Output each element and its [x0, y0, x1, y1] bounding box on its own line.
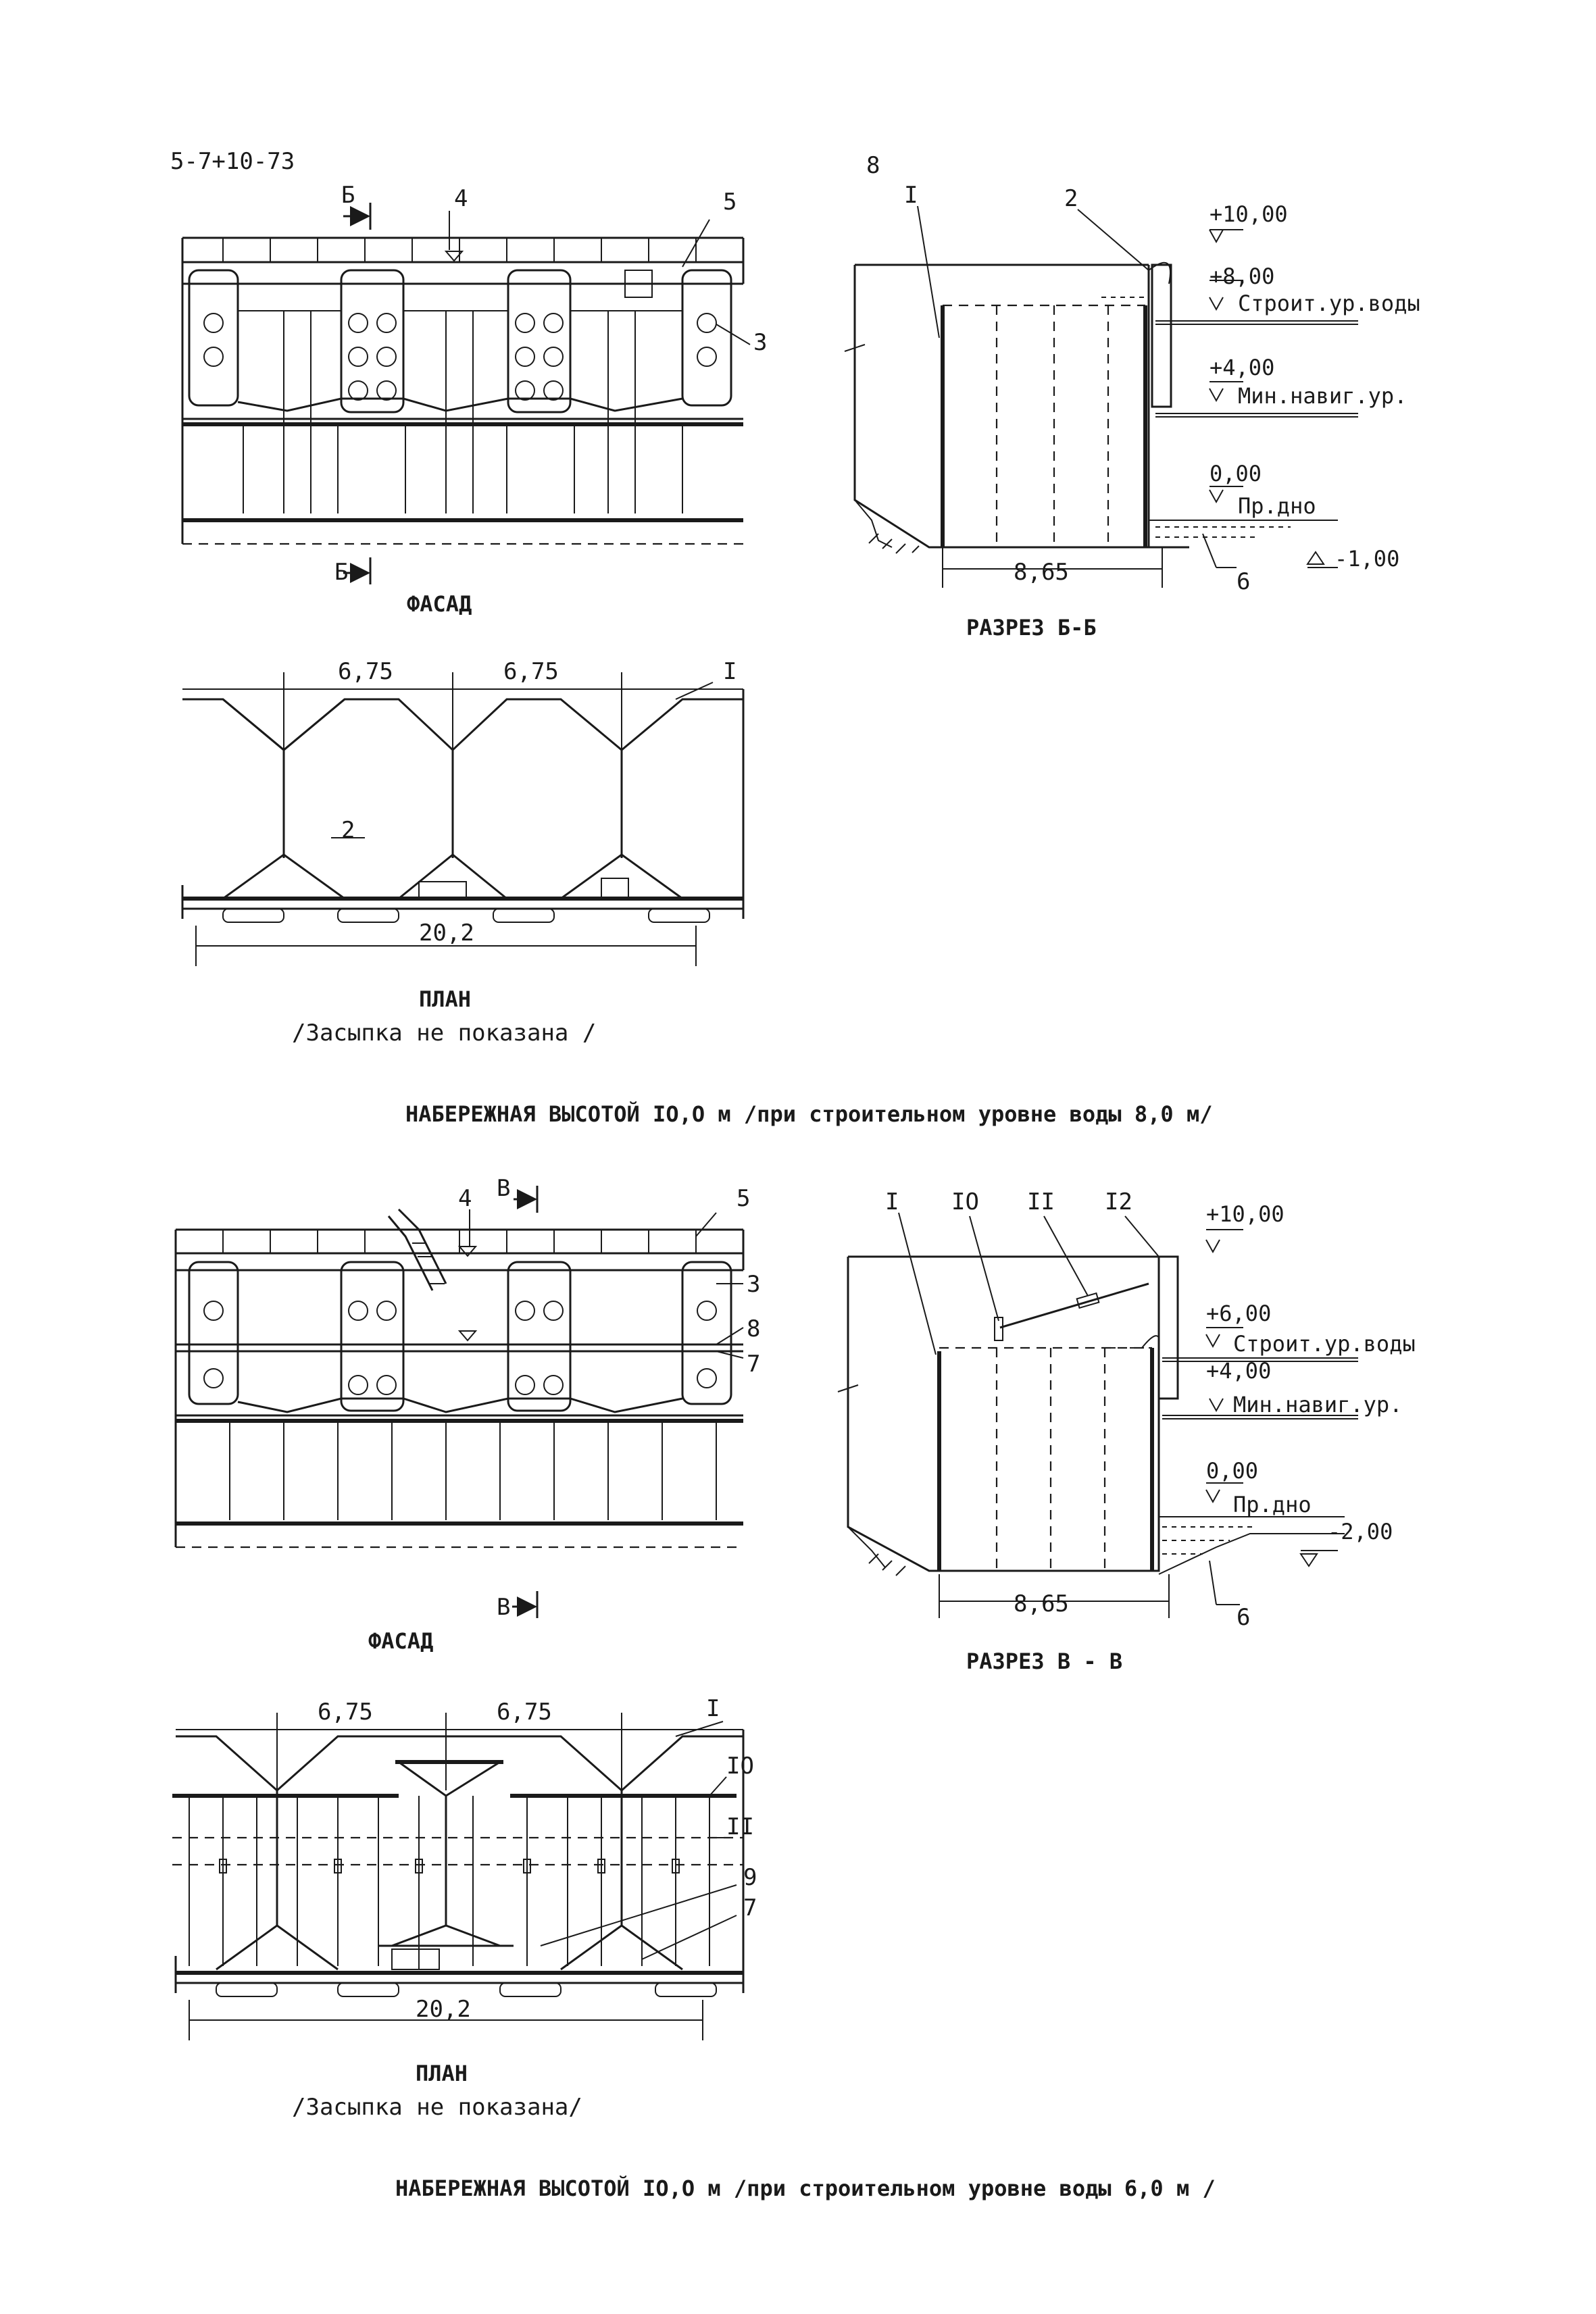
top-plan-dim-2: 6,75 — [503, 658, 559, 685]
bottom-level-min-nav: +4,00 — [1206, 1358, 1271, 1384]
bottom-facade-section-mark-lower: В — [497, 1594, 510, 1621]
top-facade-section-mark-lower: Б — [334, 559, 348, 586]
bottom-plan-callout-ii: II — [726, 1813, 754, 1840]
sheet-code: 5-7+10-73 — [170, 148, 295, 175]
bottom-plan-dim-1: 6,75 — [318, 1699, 373, 1726]
bottom-level-min-nav-label: Мин.навиг.ур. — [1233, 1392, 1402, 1417]
top-plan-title: ПЛАН — [419, 986, 471, 1012]
bottom-level-construction-label: Строит.ур.воды — [1233, 1331, 1416, 1357]
bottom-section-callout-6: 6 — [1237, 1604, 1250, 1631]
top-level-zero: 0,00 — [1210, 461, 1262, 486]
top-plan-dim-1: 6,75 — [338, 658, 393, 685]
bottom-level-zero: 0,00 — [1206, 1458, 1258, 1484]
bottom-facade-callout-4: 4 — [458, 1185, 472, 1212]
top-plan-note: /Засыпка не показана / — [292, 1020, 596, 1047]
top-level-top: +10,00 — [1210, 201, 1288, 227]
bottom-section-callout-ii: II — [1027, 1188, 1055, 1215]
bottom-plan-drawing — [172, 1713, 745, 2040]
bottom-plan-callout-9: 9 — [743, 1864, 757, 1891]
bottom-facade-title: ФАСАД — [368, 1628, 433, 1654]
bottom-plan-callout-i: I — [706, 1695, 720, 1722]
top-level-min-nav-label: Мин.навиг.ур. — [1238, 383, 1407, 409]
bottom-plan-callout-io: IO — [726, 1753, 754, 1780]
bottom-section-width-dim: 8,65 — [1014, 1590, 1069, 1617]
bottom-caption: НАБЕРЕЖНАЯ ВЫСОТОЙ IO,O м /при строитель… — [395, 2175, 1216, 2201]
bottom-level-minus: -2,00 — [1328, 1519, 1393, 1544]
top-section-width-dim: 8,65 — [1014, 559, 1069, 586]
top-facade-callout-4: 4 — [454, 185, 468, 212]
bottom-plan-callout-7: 7 — [743, 1894, 757, 1921]
bottom-plan-note: /Засыпка не показана/ — [292, 2094, 582, 2121]
bottom-facade-drawing — [174, 1186, 745, 1618]
top-section-callout-6: 6 — [1237, 568, 1250, 595]
bottom-section-callout-io: IO — [951, 1188, 979, 1215]
top-facade-callout-3: 3 — [753, 329, 767, 356]
top-level-min-nav: +4,00 — [1210, 355, 1274, 380]
bottom-section-callout-i: I — [885, 1188, 899, 1215]
bottom-plan-length-dim: 20,2 — [416, 1996, 471, 2023]
top-level-bottom-label: Пр.дно — [1238, 493, 1316, 519]
top-facade-callout-5: 5 — [723, 188, 737, 216]
bottom-section-title: РАЗРЕЗ В - В — [966, 1649, 1122, 1674]
top-facade-drawing — [181, 203, 751, 584]
bottom-section-callout-i2: I2 — [1105, 1188, 1132, 1215]
top-plan-callout-i: I — [723, 658, 737, 685]
top-plan-drawing — [181, 672, 745, 966]
bottom-plan-title: ПЛАН — [416, 2061, 468, 2086]
top-facade-section-mark-upper: Б — [341, 182, 355, 209]
top-section-callout-i: I — [904, 182, 918, 209]
top-level-construction: +8,00 — [1210, 263, 1274, 289]
bottom-level-construction: +6,00 — [1206, 1301, 1271, 1326]
bottom-plan-dim-2: 6,75 — [497, 1699, 552, 1726]
bottom-facade-callout-7: 7 — [747, 1351, 760, 1378]
top-level-construction-label: Строит.ур.воды — [1238, 291, 1420, 316]
top-plan-callout-2: 2 — [341, 817, 355, 844]
top-section-title: РАЗРЕЗ Б-Б — [966, 615, 1097, 640]
bottom-level-top: +10,00 — [1206, 1201, 1285, 1227]
top-facade-title: ФАСАД — [407, 591, 472, 617]
page-number: 8 — [866, 152, 880, 179]
bottom-facade-callout-8: 8 — [747, 1315, 760, 1342]
top-section-drawing — [844, 205, 1358, 588]
bottom-facade-section-mark-upper: В — [497, 1175, 510, 1202]
bottom-facade-callout-3: 3 — [747, 1271, 760, 1298]
top-plan-length-dim: 20,2 — [419, 920, 474, 947]
bottom-level-bottom-label: Пр.дно — [1233, 1492, 1312, 1517]
top-level-minus: -1,00 — [1335, 546, 1399, 572]
bottom-section-drawing — [837, 1212, 1358, 1618]
top-caption: НАБЕРЕЖНАЯ ВЫСОТОЙ IO,O м /при строитель… — [405, 1101, 1212, 1127]
top-section-callout-2: 2 — [1064, 185, 1078, 212]
bottom-facade-callout-5: 5 — [737, 1185, 750, 1212]
